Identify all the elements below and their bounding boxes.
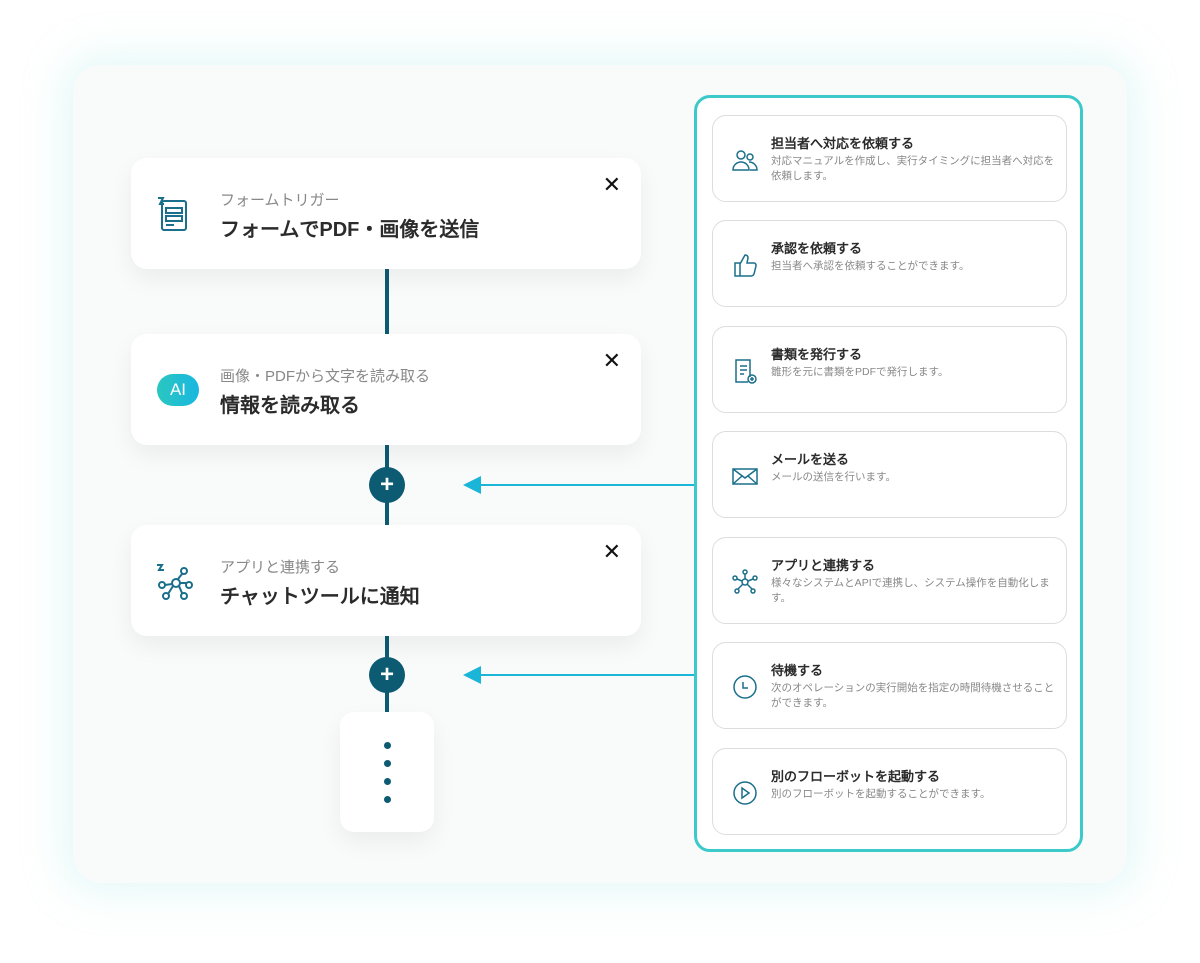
- step-card-form-trigger[interactable]: フォームトリガー フォームでPDF・画像を送信 ✕: [131, 158, 641, 269]
- operation-item[interactable]: 承認を依頼する 担当者へ承認を依頼することができます。: [712, 220, 1067, 307]
- step-title: フォームでPDF・画像を送信: [220, 219, 480, 241]
- close-icon[interactable]: ✕: [602, 539, 621, 564]
- operation-description: 雛形を元に書類をPDFで発行します。: [771, 366, 949, 378]
- ai-badge-label: AI: [157, 374, 199, 406]
- add-step-button[interactable]: +: [369, 467, 405, 503]
- operation-title: 待機する: [771, 663, 824, 678]
- operation-item[interactable]: メールを送る メールの送信を行います。: [712, 431, 1067, 518]
- operation-item[interactable]: 書類を発行する 雛形を元に書類をPDFで発行します。: [712, 326, 1067, 413]
- close-icon[interactable]: ✕: [602, 172, 621, 197]
- operation-title: 担当者へ対応を依頼する: [771, 136, 915, 151]
- step-card-ocr[interactable]: AI 画像・PDFから文字を読み取る 情報を読み取る ✕: [131, 334, 641, 445]
- operation-description: 担当者へ承認を依頼することができます。: [771, 260, 970, 272]
- close-icon[interactable]: ✕: [602, 348, 621, 373]
- operation-title: 書類を発行する: [771, 347, 863, 362]
- operation-title: 承認を依頼する: [771, 241, 863, 256]
- step-subtitle: 画像・PDFから文字を読み取る: [220, 368, 431, 385]
- form-trigger-icon: [153, 194, 195, 234]
- play-circle-icon: [733, 781, 757, 805]
- thumbs-up-icon: [734, 254, 757, 277]
- step-card-app-integration[interactable]: アプリと連携する チャットツールに通知 ✕: [131, 525, 641, 636]
- operation-item[interactable]: 待機する 次のオペレーションの実行開始を指定の時間待機させることができます。: [712, 642, 1067, 729]
- users-icon: [732, 150, 758, 171]
- clock-icon: [733, 675, 757, 699]
- app-integration-icon: [153, 561, 195, 601]
- step-title: チャットツールに通知: [220, 586, 420, 608]
- operation-description: 対応マニュアルを作成し、実行タイミングに担当者へ対応を依頼します。: [771, 155, 1055, 182]
- step-subtitle: フォームトリガー: [220, 192, 340, 209]
- arrow-icon: [463, 476, 694, 494]
- operation-description: メールの送信を行います。: [771, 471, 896, 483]
- operations-panel: 担当者へ対応を依頼する 対応マニュアルを作成し、実行タイミングに担当者へ対応を依…: [694, 95, 1083, 852]
- operation-item[interactable]: 別のフローボットを起動する 別のフローボットを起動することができます。: [712, 748, 1067, 835]
- operation-item[interactable]: アプリと連携する 様々なシステムとAPIで連携し、システム操作を自動化します。: [712, 537, 1067, 624]
- operation-title: アプリと連携する: [771, 558, 876, 573]
- operation-title: メールを送る: [771, 452, 850, 467]
- network-icon: [732, 569, 758, 594]
- operation-title: 別のフローボットを起動する: [771, 769, 941, 784]
- mail-icon: [732, 468, 758, 485]
- connector-line: [385, 269, 389, 334]
- add-step-button[interactable]: +: [369, 657, 405, 693]
- operation-item[interactable]: 担当者へ対応を依頼する 対応マニュアルを作成し、実行タイミングに担当者へ対応を依…: [712, 115, 1067, 202]
- ai-badge: AI: [157, 370, 199, 410]
- operation-description: 様々なシステムとAPIで連携し、システム操作を自動化します。: [771, 577, 1050, 604]
- document-add-icon: [735, 359, 757, 384]
- arrow-icon: [463, 666, 694, 684]
- step-title: 情報を読み取る: [220, 395, 360, 417]
- more-steps-indicator: [340, 712, 434, 832]
- operation-description: 別のフローボットを起動することができます。: [771, 788, 991, 800]
- step-subtitle: アプリと連携する: [220, 559, 341, 576]
- operation-description: 次のオペレーションの実行開始を指定の時間待機させることができます。: [771, 682, 1055, 709]
